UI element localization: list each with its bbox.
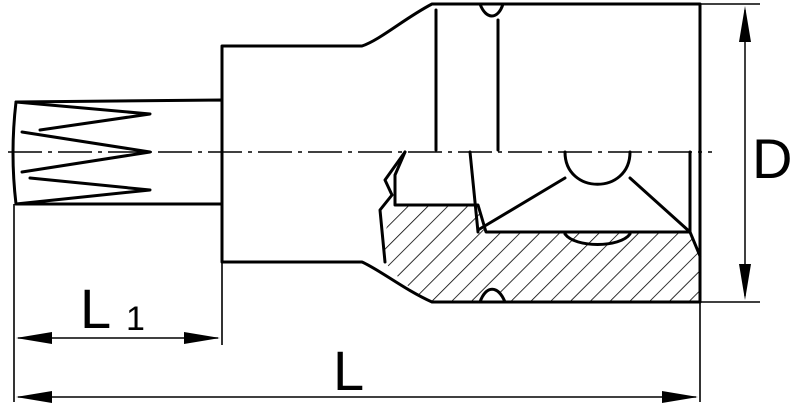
torx-flute-top [14, 100, 152, 132]
arrow-l1-right [184, 332, 220, 344]
inner-taper-right [628, 150, 692, 234]
arrow-l1-left [16, 332, 52, 344]
inner-taper-left [476, 176, 567, 232]
section-hatch [385, 205, 700, 302]
socket-body-outline [220, 2, 702, 304]
bottom-notch [478, 287, 507, 304]
ball-detent-upper [563, 150, 632, 186]
torx-flute-bot [14, 176, 152, 206]
label-l: L [333, 339, 364, 402]
inner-cavity-outline [468, 150, 480, 234]
top-notch [478, 2, 505, 18]
torx-bit-outline [11, 98, 224, 206]
arrow-l-right [662, 391, 698, 403]
label-l1: L [80, 277, 111, 340]
arrow-d-bottom [739, 264, 751, 300]
arrow-l-left [16, 391, 52, 403]
label-d: D [752, 127, 792, 190]
arrow-d-top [739, 6, 751, 42]
label-l1-subscript: 1 [126, 300, 145, 338]
ball-detent-lower [563, 232, 632, 246]
section-break-left [378, 150, 407, 264]
